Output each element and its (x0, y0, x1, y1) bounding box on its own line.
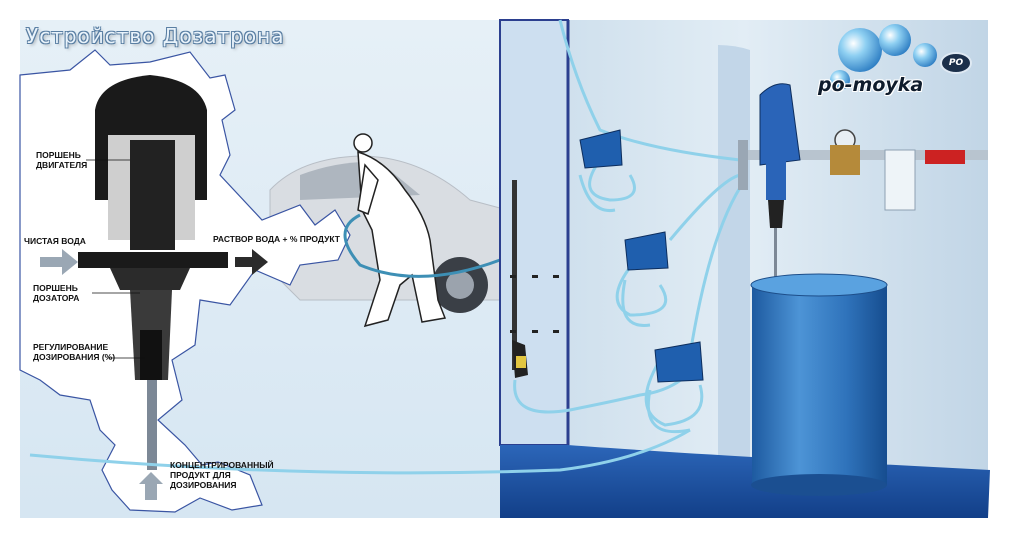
wall-hoses (29, 19, 747, 475)
label-leaders (86, 159, 145, 359)
hose-reel-bottom (654, 341, 704, 383)
chemical-barrel (750, 273, 888, 496)
wall-recess (718, 45, 750, 460)
wall-panel-left (499, 19, 569, 446)
doser-cutaway (78, 75, 228, 470)
label-doser-piston: ПОРШЕНЬ ДОЗАТОРА (33, 283, 80, 303)
doser-unit (759, 83, 801, 278)
worker-illustration (353, 133, 447, 328)
floor (500, 445, 990, 518)
label-concentrate: КОНЦЕНТРИРОВАННЫЙ ПРОДУКТ ДЛЯ ДОЗИРОВАНИ… (170, 460, 274, 490)
hose-reel-top (579, 129, 623, 169)
label-dosing-adjust: РЕГУЛИРОВАНИЕ ДОЗИРОВАНИЯ (%) (33, 342, 116, 362)
page-title: Устройство Дозатрона (26, 24, 285, 48)
label-motor-piston: ПОРШЕНЬ ДВИГАТЕЛЯ (36, 150, 88, 170)
concentrate-arrow (139, 472, 163, 500)
inlet-arrow (40, 249, 78, 275)
wall-hooks (510, 275, 559, 333)
brand-logo-badge: PO (940, 52, 972, 74)
water-pipe (738, 129, 988, 211)
worker-hose (343, 213, 501, 278)
hose-reel-middle (624, 231, 669, 271)
label-solution: РАСТВОР ВОДА + % ПРОДУКТ (213, 234, 340, 244)
logo-bubbles (830, 24, 937, 90)
outlet-arrow (235, 249, 268, 275)
label-clean-water: ЧИСТАЯ ВОДА (24, 236, 86, 246)
brand-logo-text: po-moyka (818, 74, 924, 96)
